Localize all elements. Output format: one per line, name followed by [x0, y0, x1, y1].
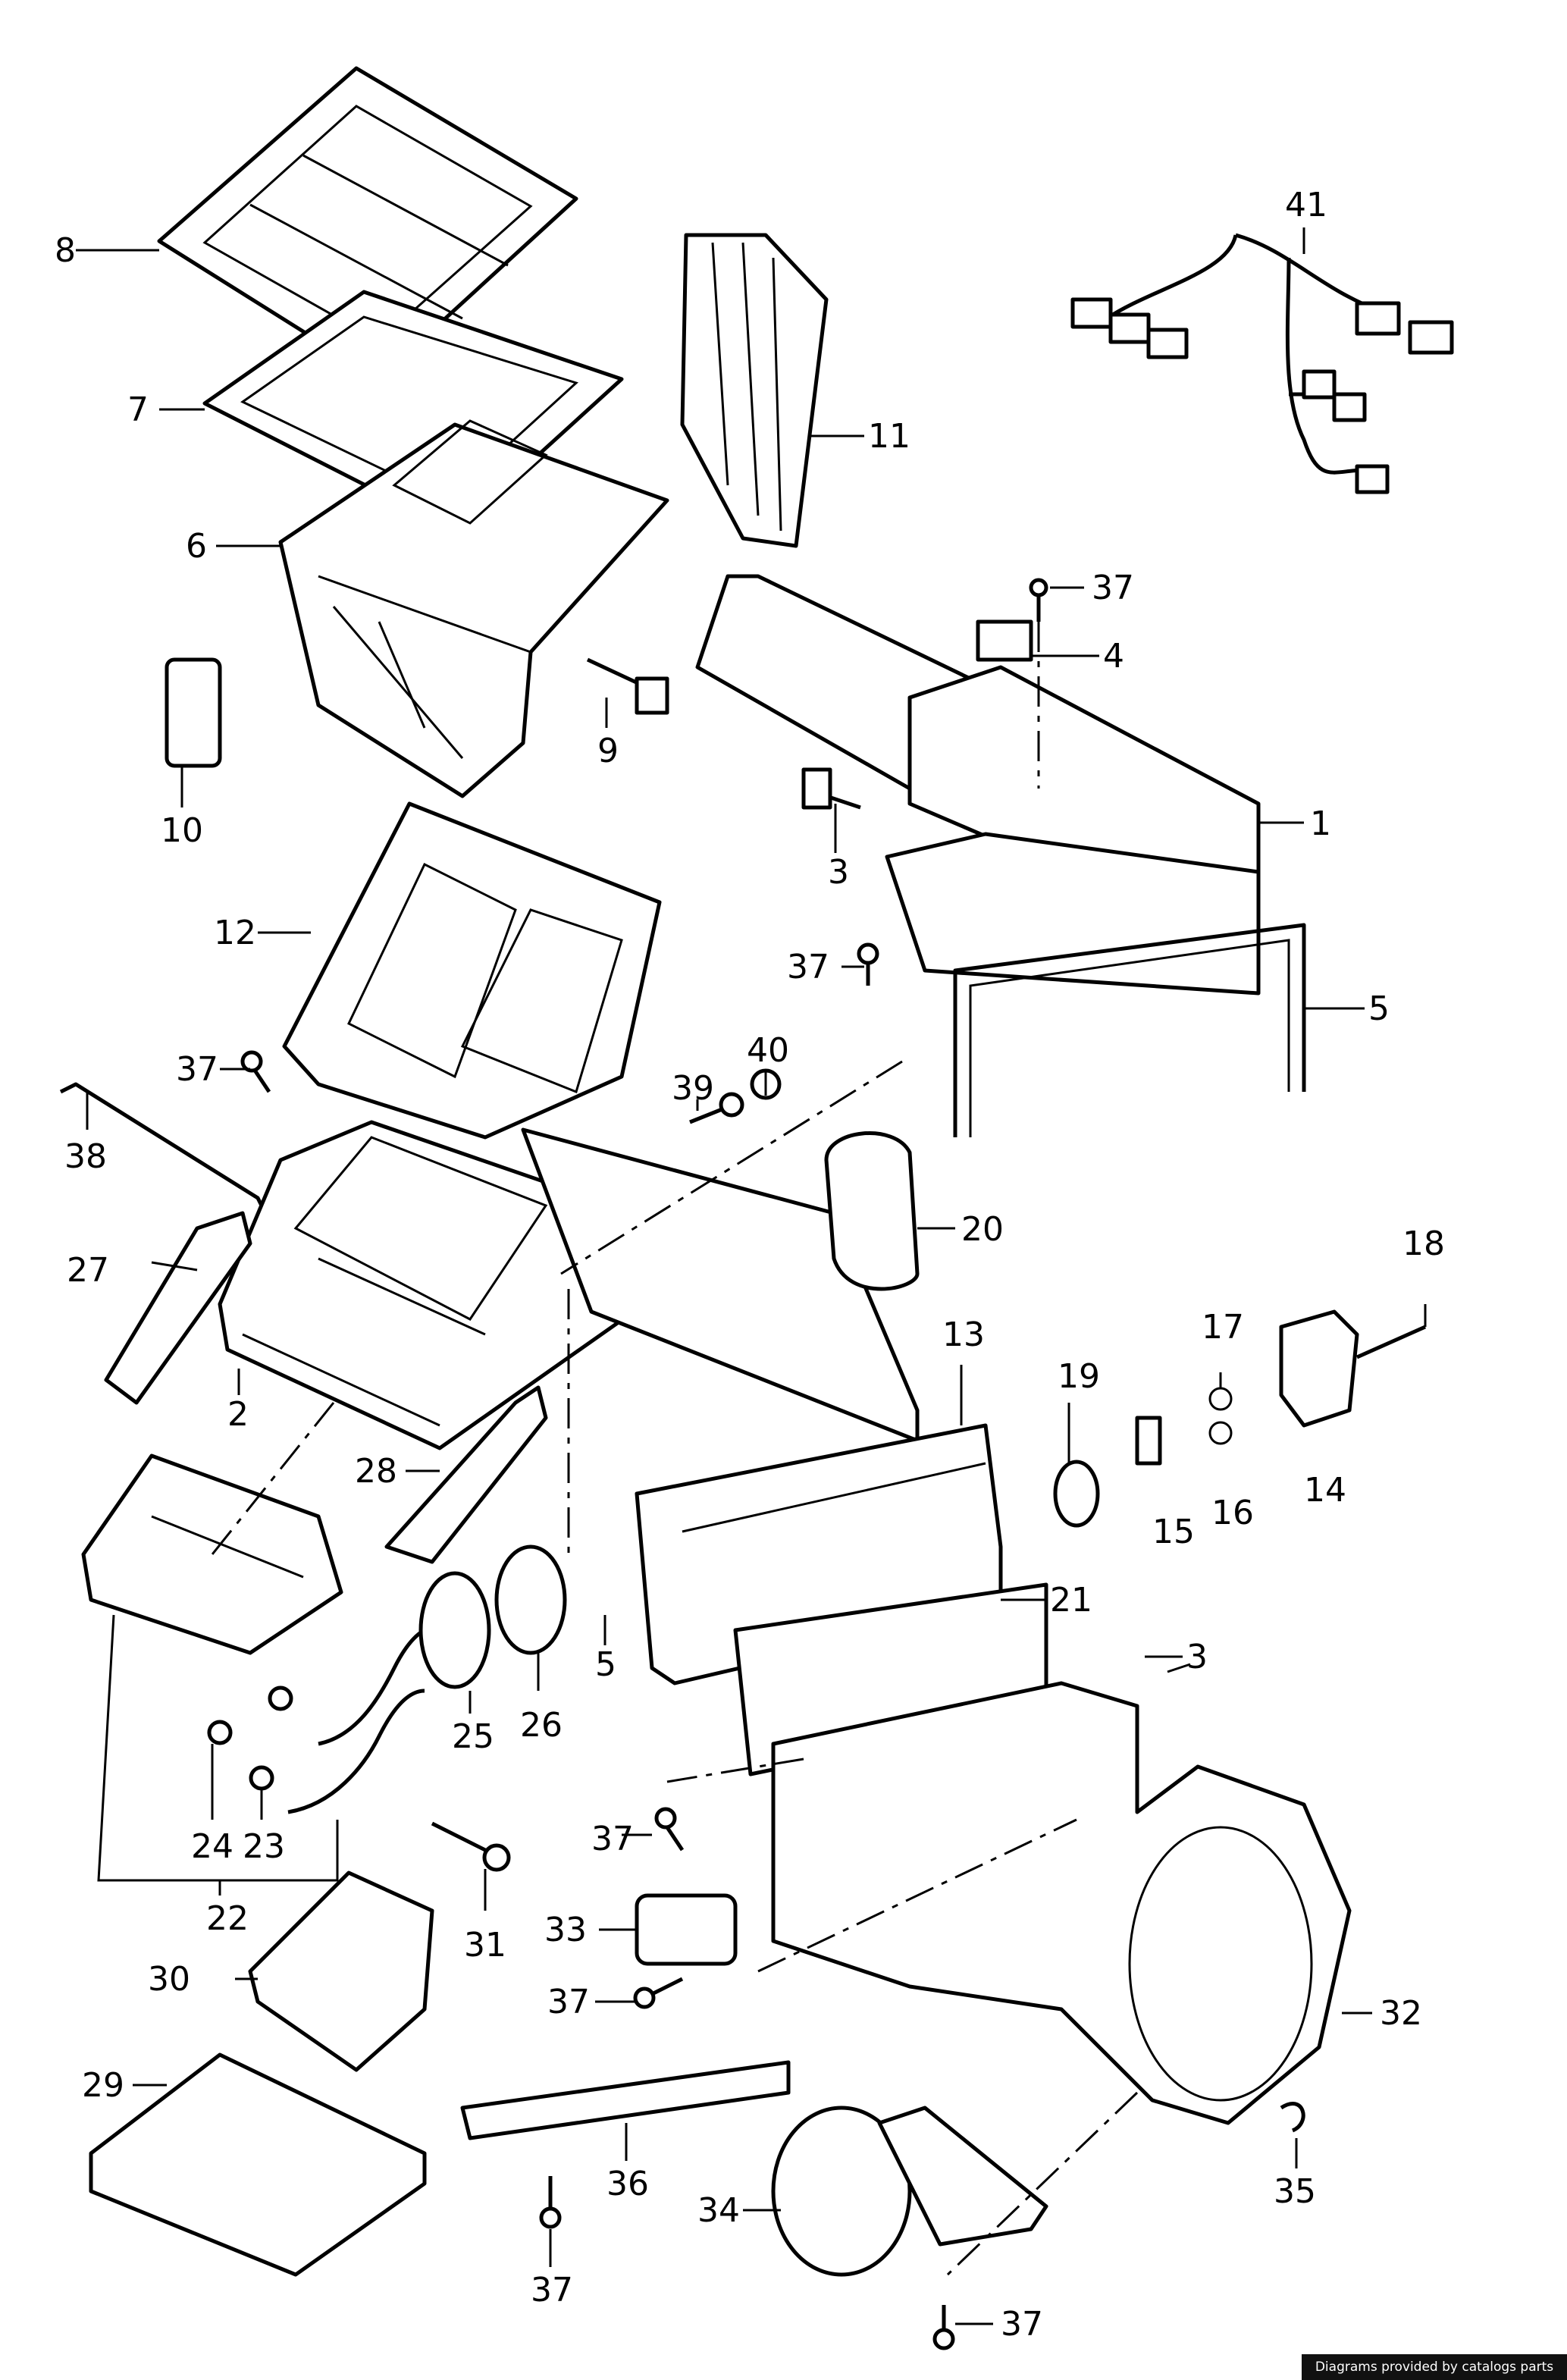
part-gasket-26 — [494, 1544, 567, 1655]
label-37b: 37 — [787, 948, 829, 986]
label-41: 41 — [1285, 186, 1327, 224]
label-27: 27 — [67, 1251, 109, 1290]
label-7: 7 — [127, 390, 149, 429]
label-37e: 37 — [547, 1983, 590, 2021]
part-blower-housing — [771, 1681, 1352, 2125]
assembly-lines — [211, 622, 1139, 2276]
part-trim-right — [384, 1385, 548, 1564]
label-28: 28 — [355, 1452, 397, 1491]
part-bracket — [165, 657, 222, 768]
part-plate — [976, 619, 1033, 662]
label-25: 25 — [452, 1717, 494, 1756]
leader-lines — [76, 227, 1427, 2325]
label-29: 29 — [82, 2066, 124, 2105]
label-9: 9 — [597, 732, 619, 770]
label-24: 24 — [191, 1827, 233, 1866]
credit-banner: Diagrams provided by catalogs parts — [1302, 2354, 1567, 2380]
label-13: 13 — [942, 1315, 985, 1354]
label-20: 20 — [961, 1210, 1004, 1249]
part-clip-35 — [1280, 2102, 1305, 2133]
label-40: 40 — [747, 1031, 789, 1070]
label-26: 26 — [520, 1706, 563, 1745]
part-screw-upper — [801, 767, 861, 810]
part-upper-housing — [278, 419, 669, 798]
callout-labels: 1 2 3 3 3 4 5 5 6 7 8 9 10 11 12 13 14 1… — [55, 186, 1445, 2344]
label-37g: 37 — [1001, 2305, 1043, 2344]
label-32: 32 — [1380, 1994, 1422, 2033]
part-bolts-37 — [240, 578, 1048, 2350]
label-30: 30 — [148, 1960, 190, 1999]
label-2: 2 — [227, 1395, 249, 1434]
label-8: 8 — [55, 231, 76, 270]
label-23: 23 — [243, 1827, 285, 1866]
label-33: 33 — [544, 1911, 587, 1949]
label-19: 19 — [1058, 1357, 1100, 1396]
label-4: 4 — [1103, 637, 1124, 676]
label-10: 10 — [161, 811, 203, 850]
label-5b: 5 — [595, 1645, 616, 1684]
label-37f: 37 — [531, 2271, 573, 2309]
part-tray — [521, 1127, 920, 1443]
label-3a: 3 — [828, 853, 849, 892]
label-37c: 37 — [176, 1050, 218, 1089]
label-5a: 5 — [1368, 989, 1390, 1028]
label-35: 35 — [1274, 2172, 1316, 2211]
label-15: 15 — [1152, 1513, 1195, 1551]
part-filter — [680, 233, 829, 548]
part-valve — [1053, 1309, 1427, 1528]
part-heater-core — [81, 1453, 343, 1655]
label-17: 17 — [1202, 1308, 1244, 1347]
part-gasket-25 — [418, 1571, 491, 1689]
label-31: 31 — [464, 1926, 506, 1965]
part-middle-housing — [282, 801, 662, 1140]
part-seal-strip — [460, 2060, 791, 2140]
label-37a: 37 — [1092, 569, 1134, 607]
label-18: 18 — [1402, 1224, 1445, 1263]
label-6: 6 — [186, 527, 207, 566]
label-21: 21 — [1050, 1581, 1092, 1620]
part-duct-30 — [248, 1870, 434, 2072]
part-upper-duct — [695, 574, 1261, 996]
part-cover — [824, 1131, 920, 1291]
label-34: 34 — [697, 2191, 740, 2230]
part-blower-motor — [771, 2106, 1048, 2277]
part-tray-29 — [89, 2052, 427, 2277]
part-trim-left — [104, 1211, 252, 1405]
label-1: 1 — [1310, 804, 1331, 843]
label-38: 38 — [64, 1137, 107, 1176]
label-12: 12 — [214, 914, 256, 952]
part-clip — [586, 657, 669, 715]
part-wiring-harness — [1070, 233, 1454, 494]
label-39: 39 — [672, 1069, 714, 1108]
label-3b: 3 — [1186, 1638, 1208, 1676]
label-16: 16 — [1211, 1494, 1254, 1532]
label-14: 14 — [1304, 1471, 1346, 1510]
part-actuator — [635, 1893, 738, 1966]
label-36: 36 — [606, 2165, 649, 2203]
label-22: 22 — [206, 1899, 249, 1938]
label-37d: 37 — [591, 1820, 634, 1858]
part-bolt-31 — [431, 1821, 511, 1872]
label-11: 11 — [868, 417, 910, 456]
diagram-artwork — [59, 66, 1454, 2350]
